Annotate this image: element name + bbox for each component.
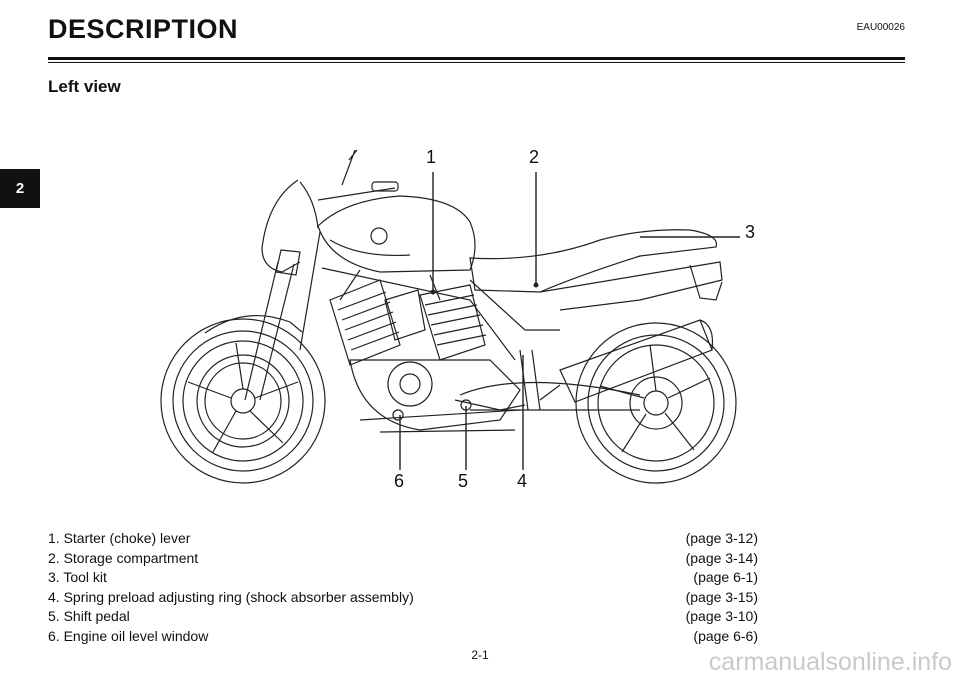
parts-list: 1. Starter (choke) lever (page 3-12) 2. S… <box>48 529 758 647</box>
list-item: 3. Tool kit (page 6-1) <box>48 568 758 588</box>
header-rule <box>48 57 905 60</box>
chapter-tab: 2 <box>0 169 40 208</box>
callout-2: 2 <box>529 147 540 167</box>
part-page: (page 3-15) <box>685 588 758 605</box>
part-label: 6. Engine oil level window <box>48 627 209 644</box>
callout-5: 5 <box>458 471 469 491</box>
document-code: EAU00026 <box>856 22 905 33</box>
part-label: 4. Spring preload adjusting ring (shock … <box>48 588 414 605</box>
part-page: (page 3-14) <box>685 549 758 566</box>
page-title: DESCRIPTION <box>48 14 239 44</box>
part-label: 5. Shift pedal <box>48 608 130 625</box>
part-page: (page 6-6) <box>693 627 758 644</box>
part-page: (page 3-10) <box>685 608 758 625</box>
watermark: carmanualsonline.info <box>708 648 952 676</box>
part-page: (page 3-12) <box>685 530 758 546</box>
callout-4: 4 <box>517 471 528 491</box>
part-label: 3. Tool kit <box>48 569 107 586</box>
callout-3: 3 <box>745 222 756 242</box>
header-rule-thin <box>48 62 905 63</box>
page-number: 2-1 <box>471 648 489 662</box>
list-item: 2. Storage compartment (page 3-14) <box>48 549 758 569</box>
callout-6: 6 <box>394 471 405 491</box>
part-label: 2. Storage compartment <box>48 549 199 566</box>
list-item: 5. Shift pedal (page 3-10) <box>48 607 758 627</box>
part-page: (page 6-1) <box>693 569 758 586</box>
list-item: 6. Engine oil level window (page 6-6) <box>48 627 758 647</box>
callout-1: 1 <box>426 147 437 167</box>
list-item: 4. Spring preload adjusting ring (shock … <box>48 588 758 608</box>
part-label: 1. Starter (choke) lever <box>48 530 191 546</box>
list-item: 1. Starter (choke) lever (page 3-12) <box>48 529 758 549</box>
section-subtitle: Left view <box>48 77 121 96</box>
